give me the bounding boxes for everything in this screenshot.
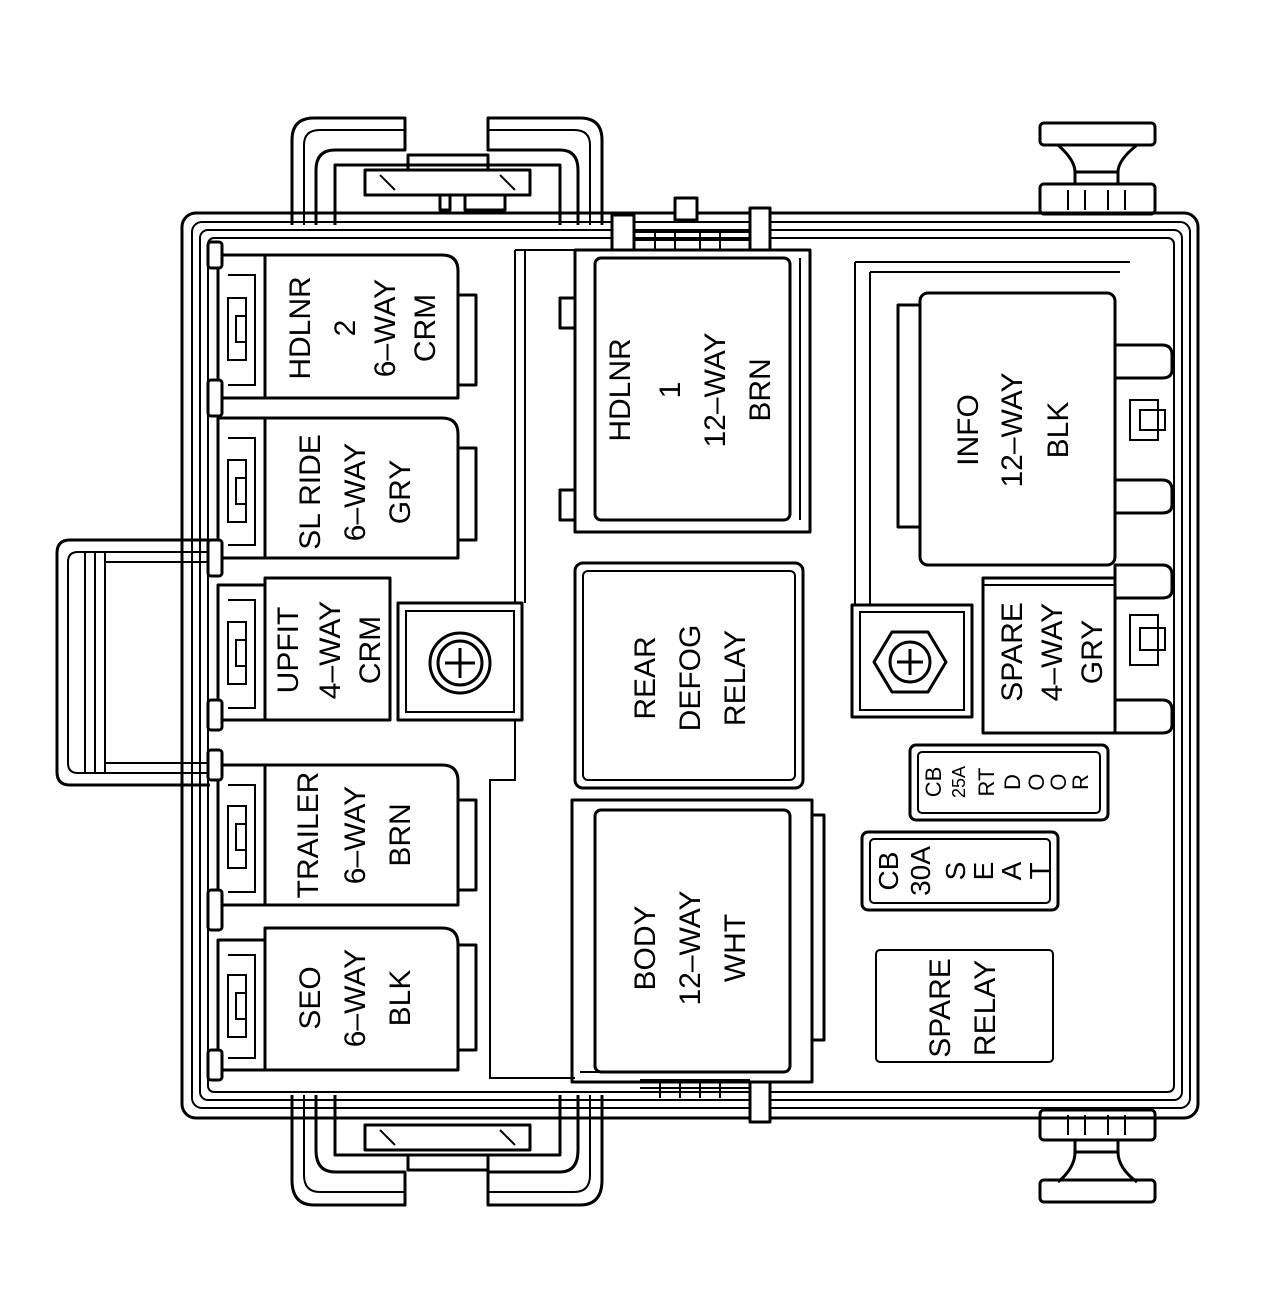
cb-door-label-4: O — [1024, 773, 1049, 790]
connector-seo: SEO 6–WAY BLK — [216, 926, 478, 1072]
hdlnr1-label-0: HDLNR — [604, 338, 637, 441]
trailer-label-2: BRN — [384, 803, 417, 866]
cb-door-label-3: D — [1000, 774, 1025, 790]
sl-ride-label-1: 6–WAY — [339, 443, 372, 541]
connector-info: INFO 12–WAY BLK — [896, 291, 1117, 567]
info-label-1: 12–WAY — [996, 372, 1029, 487]
circuit-breaker-rt-door: CB 25A RT D O O R — [908, 743, 1110, 822]
hdlnr1-label-2: 12–WAY — [699, 332, 732, 447]
connector-sl-ride: SL RIDE 6–WAY GRY — [216, 416, 478, 560]
power-stud-left — [396, 601, 524, 722]
hdlnr2-label-0: HDLNR — [284, 276, 317, 379]
upfit-label-0: UPFIT — [272, 607, 305, 694]
spare-relay-label-1: RELAY — [969, 960, 1002, 1056]
top-center-clip — [610, 196, 772, 252]
cb-seat-label-1: 30A — [905, 846, 936, 896]
hdlnr1-label-1: 1 — [654, 382, 687, 399]
cb-door-label-1: 25A — [949, 766, 969, 798]
hdlnr2-label-1: 2 — [329, 320, 362, 337]
top-right-mount-post — [1038, 121, 1157, 216]
cb-seat-label-2: S — [940, 862, 971, 881]
info-label-0: INFO — [952, 394, 985, 466]
upfit-label-1: 4–WAY — [314, 601, 347, 699]
right-column-frame — [854, 261, 1130, 605]
side-latch-handle — [55, 538, 210, 787]
cb-door-label-6: R — [1068, 774, 1093, 790]
seo-label-0: SEO — [294, 966, 327, 1029]
hdlnr2-label-2: 6–WAY — [369, 279, 402, 377]
info-label-2: BLK — [1042, 402, 1075, 459]
spare-relay: SPARE RELAY — [875, 949, 1054, 1063]
rear-defog-relay: REAR DEFOG RELAY — [573, 561, 805, 790]
sl-ride-label-0: SL RIDE — [294, 434, 327, 550]
trailer-label-0: TRAILER — [292, 772, 325, 899]
rear-defog-label-0: REAR — [629, 636, 662, 719]
upfit-label-2: CRM — [354, 616, 387, 684]
connector-trailer: TRAILER 6–WAY BRN — [216, 763, 478, 907]
circuit-breaker-seat: CB 30A S E A T — [860, 830, 1060, 912]
cb-seat-label-0: CB — [873, 852, 904, 891]
top-left-mount-tab — [290, 116, 604, 225]
right-latch-tabs — [1113, 343, 1174, 735]
cb-seat-label-4: A — [996, 861, 1027, 880]
bottom-right-mount-post — [1038, 1108, 1157, 1204]
seo-label-2: BLK — [384, 970, 417, 1027]
cb-seat-label-5: T — [1024, 862, 1055, 879]
hdlnr2-label-3: CRM — [409, 294, 442, 362]
cb-seat-label-3: E — [968, 862, 999, 881]
cb-door-label-0: CB — [921, 767, 946, 798]
hdlnr1-label-3: BRN — [744, 358, 777, 421]
trailer-label-1: 6–WAY — [339, 786, 372, 884]
connector-hdlnr-2: HDLNR 2 6–WAY CRM — [216, 253, 478, 400]
seo-label-1: 6–WAY — [339, 949, 372, 1047]
cb-door-label-2: RT — [974, 768, 999, 797]
connector-upfit: UPFIT 4–WAY CRM — [216, 576, 392, 722]
spare-conn-label-2: GRY — [1076, 620, 1109, 684]
body-label-1: 12–WAY — [674, 890, 707, 1005]
left-column-frame — [489, 249, 575, 1079]
connector-hdlnr-1: HDLNR 1 12–WAY BRN — [558, 248, 812, 534]
spare-conn-label-0: SPARE — [996, 602, 1029, 701]
connector-latch-tabs — [206, 240, 224, 1082]
rear-defog-label-2: RELAY — [719, 630, 752, 726]
spare-conn-label-1: 4–WAY — [1036, 603, 1069, 701]
connector-body: BODY 12–WAY WHT — [570, 798, 826, 1084]
power-stud-right — [850, 603, 974, 719]
spare-relay-label-0: SPARE — [924, 958, 957, 1057]
bottom-left-mount-tab — [290, 1095, 604, 1207]
cb-door-label-5: O — [1046, 773, 1071, 790]
body-label-0: BODY — [629, 905, 662, 990]
rear-defog-label-1: DEFOG — [674, 625, 707, 732]
sl-ride-label-2: GRY — [384, 460, 417, 524]
connector-spare: SPARE 4–WAY GRY — [981, 576, 1117, 735]
body-label-2: WHT — [719, 914, 752, 982]
